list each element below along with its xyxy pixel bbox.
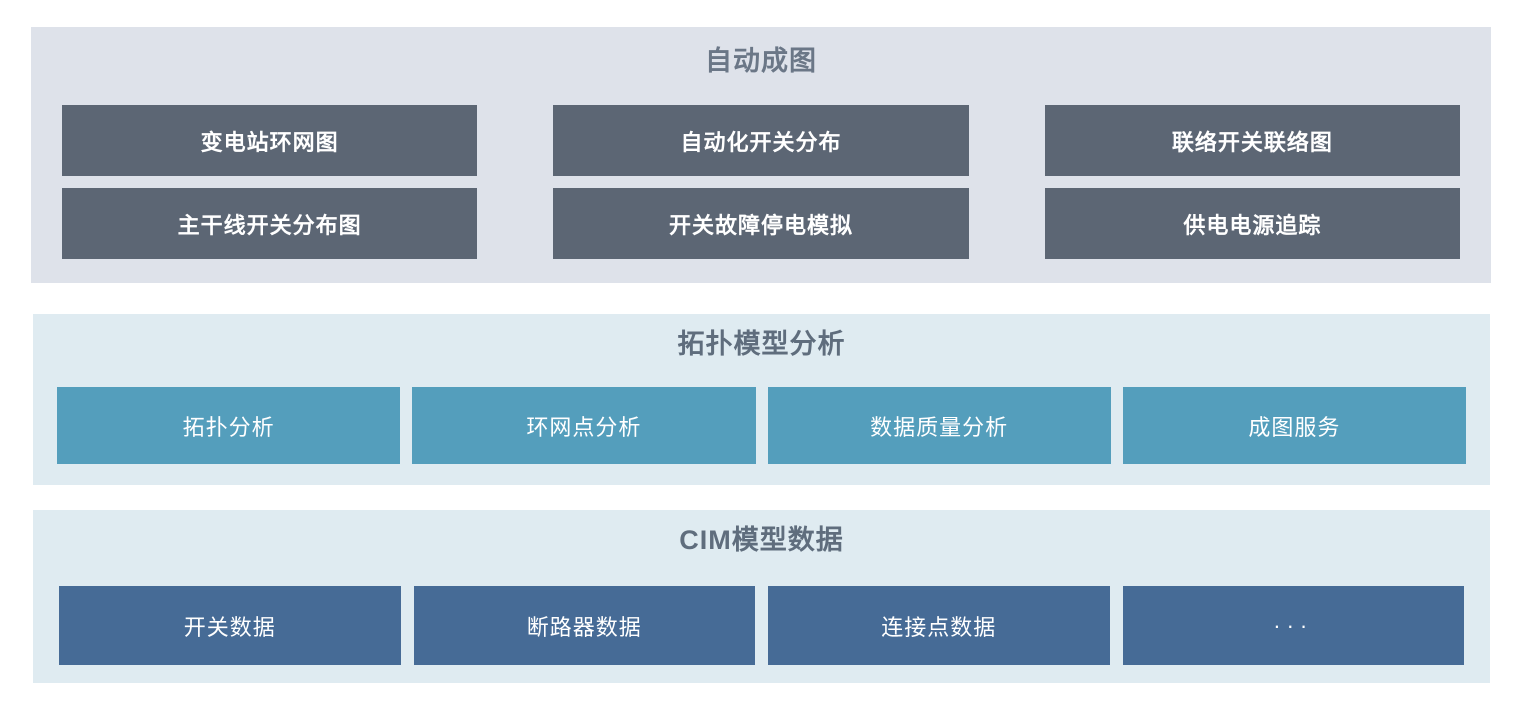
section-cim-model-data: CIM模型数据 开关数据 断路器数据 连接点数据 ··· bbox=[33, 510, 1490, 683]
button-circuit-breaker-data[interactable]: 断路器数据 bbox=[413, 586, 755, 665]
section-topology-title: 拓扑模型分析 bbox=[677, 329, 846, 359]
button-topology-analysis[interactable]: 拓扑分析 bbox=[57, 387, 401, 464]
button-automation-switch-distribution[interactable]: 自动化开关分布 bbox=[553, 105, 969, 176]
button-tie-switch-connection-diagram[interactable]: 联络开关联络图 bbox=[1044, 105, 1460, 176]
button-connectivity-node-data[interactable]: 连接点数据 bbox=[768, 586, 1110, 665]
cim-button-grid: 开关数据 断路器数据 连接点数据 ··· bbox=[59, 586, 1464, 665]
button-power-supply-tracing[interactable]: 供电电源追踪 bbox=[1044, 188, 1460, 259]
button-more-data[interactable]: ··· bbox=[1122, 586, 1464, 665]
button-substation-ring-network-diagram[interactable]: 变电站环网图 bbox=[62, 105, 478, 176]
button-switch-data[interactable]: 开关数据 bbox=[59, 586, 401, 665]
section-auto-mapping: 自动成图 变电站环网图 自动化开关分布 联络开关联络图 主干线开关分布图 开关故… bbox=[31, 27, 1491, 283]
button-mapping-service[interactable]: 成图服务 bbox=[1122, 387, 1466, 464]
button-trunk-line-switch-distribution-diagram[interactable]: 主干线开关分布图 bbox=[62, 188, 478, 259]
topology-button-grid: 拓扑分析 环网点分析 数据质量分析 成图服务 bbox=[57, 387, 1466, 464]
button-switch-fault-outage-simulation[interactable]: 开关故障停电模拟 bbox=[553, 188, 969, 259]
button-ring-network-point-analysis[interactable]: 环网点分析 bbox=[412, 387, 756, 464]
section-auto-mapping-title: 自动成图 bbox=[705, 46, 817, 76]
auto-mapping-button-grid: 变电站环网图 自动化开关分布 联络开关联络图 主干线开关分布图 开关故障停电模拟… bbox=[62, 105, 1460, 259]
button-data-quality-analysis[interactable]: 数据质量分析 bbox=[767, 387, 1111, 464]
section-topology-model-analysis: 拓扑模型分析 拓扑分析 环网点分析 数据质量分析 成图服务 bbox=[33, 314, 1490, 485]
section-cim-title: CIM模型数据 bbox=[679, 525, 844, 555]
ellipsis-icon: ··· bbox=[1273, 612, 1314, 638]
